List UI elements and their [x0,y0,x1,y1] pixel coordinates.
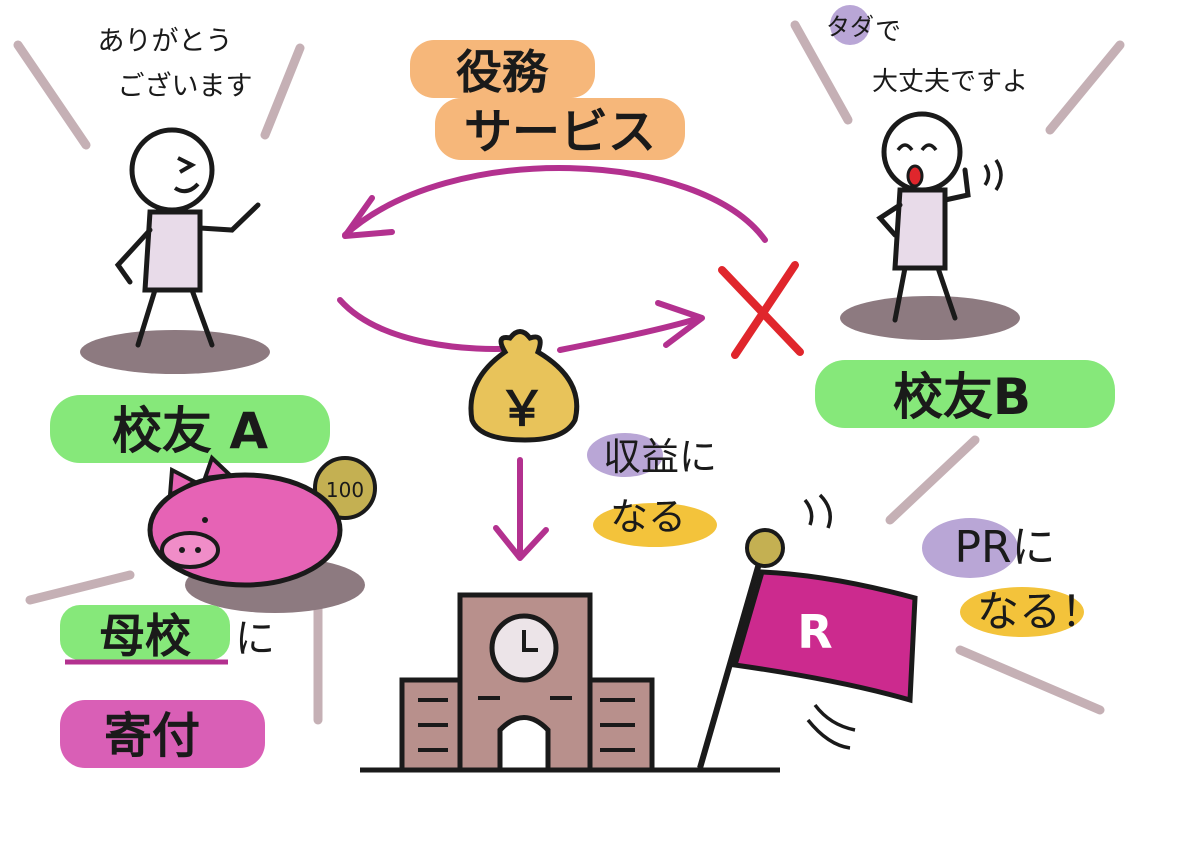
red-x-icon [718,261,804,359]
school-building-icon [360,592,780,773]
alumni-b-figure: タダ で 大丈夫ですよ [826,5,1028,340]
alumni-b-head [881,111,963,193]
alumni-b-shadow [840,296,1020,340]
alumni-a-shadow [80,330,270,374]
alumni-b-label: 校友B [815,360,1115,428]
donation-word2: 寄付 [104,708,200,764]
pr-line1: PRに [954,522,1055,573]
alumni-a-figure: ありがとう ございます [80,26,270,374]
arrows [337,165,768,561]
alumni-b-speech-2: 大丈夫ですよ [872,67,1028,97]
service-line2: サービス [464,104,656,160]
service-arrow [342,165,768,243]
alumni-b-label-text: 校友B [893,368,1031,426]
coin-value: 100 [326,478,364,502]
free-highlight [830,5,870,45]
emphasis-strokes [13,20,1125,725]
service-label: 役務 サービス [410,40,685,160]
alumni-b-speech-suffix: で [875,17,901,47]
alumni-a-speech-2: ございます [118,71,253,102]
payment-arrow-right [557,315,703,353]
pr-label: PRに なる！ [922,518,1103,637]
service-arrowhead [342,195,395,239]
payment-arrowhead [655,300,705,348]
revenue-line2: なる [610,495,686,539]
donation-label: 母校 に 寄付 [60,605,275,768]
alumni-a-label-text: 校友 A [112,402,268,460]
flag-icon: R [697,493,918,769]
payment-arrow-left [337,297,523,352]
alumni-a-label: 校友 A [50,395,330,463]
revenue-label: 収益に なる [587,433,717,547]
yen-symbol: ￥ [498,381,546,437]
alumni-a-head [129,127,215,213]
service-line1: 役務 [456,45,549,99]
donation-word1: 母校 [99,609,191,663]
piggy-bank-icon: 100 [147,454,377,613]
money-bag-icon: ￥ [468,329,580,443]
revenue-arrowhead [493,525,549,561]
revenue-line1: 収益に [603,435,717,479]
service-highlight-1 [410,40,595,98]
alumni-b-speech-free: タダ [826,13,874,41]
service-highlight-2 [435,98,685,160]
donation-suffix1: に [235,616,275,662]
pr-line2: なる！ [977,587,1103,636]
alumni-a-speech-1: ありがとう [98,26,233,57]
flag-letter: R [797,605,832,659]
